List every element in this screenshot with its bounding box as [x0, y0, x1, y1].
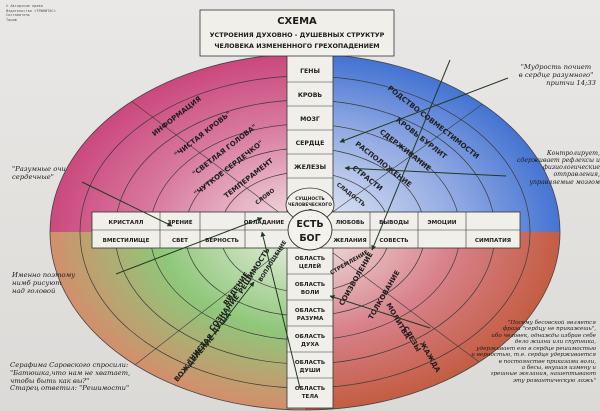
cell-fidelity: ВЕРНОСТЬ	[205, 238, 239, 244]
god-circle	[287, 209, 333, 251]
cell-brain: МОЗГ	[300, 116, 320, 123]
arrow-controls	[344, 165, 507, 177]
note-seraphim: Серафима Саровского спросили: "Батюшка,ч…	[10, 361, 131, 393]
region-label: ОБЛАСТЬ	[295, 334, 325, 340]
region-will: ВОЛИ	[301, 290, 320, 296]
publisher-line: Тираж	[6, 17, 17, 22]
essence-label-1: СУЩНОСТЬ	[295, 196, 325, 202]
note-controls: Контролирует, сдерживает рефлексы и физи…	[516, 150, 600, 186]
arrow-conscience	[371, 59, 451, 251]
publisher-info: © Авторские права Издательство «ТРИНИТАС…	[6, 4, 56, 22]
region-label: ОБЛАСТЬ	[295, 308, 325, 314]
arrow-fidelity	[260, 231, 301, 389]
region-spirit: ДУХА	[301, 342, 320, 348]
arrow-eyes	[81, 181, 173, 227]
cell-vessel: ВМЕСТИЛИЩЕ	[103, 238, 150, 244]
cell-crystal: КРИСТАЛЛ	[109, 220, 144, 226]
region-label: ОБЛАСТЬ	[295, 360, 325, 366]
note-eyes: "Разумные очи сердечные"	[12, 165, 66, 181]
header-title: СХЕМА	[277, 16, 317, 27]
header-subtitle-1: УСТРОЕНИЯ ДУХОВНО - ДУШЕВНЫХ СТРУКТУР	[210, 31, 385, 39]
arrow-wisdom	[339, 77, 509, 143]
cell-blood: КРОВЬ	[298, 92, 323, 99]
cell-heart: СЕРДЦЕ	[296, 140, 325, 147]
arrows	[81, 59, 509, 389]
region-reason: РАЗУМА	[297, 316, 324, 322]
note-wisdom: "Мудрость почиет в сердце разумного" при…	[518, 63, 596, 87]
arrow-resolve	[179, 281, 255, 379]
cell-possession: ОБЛАДАНИЕ	[244, 220, 285, 226]
sector-top-left	[50, 54, 305, 232]
center-god: БОГ	[299, 233, 320, 244]
publisher-line: © Авторские права	[6, 4, 43, 8]
cell-conclusions: ВЫВОДЫ	[379, 220, 409, 226]
note-drawing: Именно поэтому нимб рисуют над головой	[12, 271, 76, 295]
arrow-demons-will	[329, 294, 431, 329]
cell-sympathy: СИМПАТИЯ	[475, 238, 511, 244]
cell-genes: ГЕНЫ	[300, 68, 320, 75]
region-soul: ДУШИ	[300, 368, 321, 374]
region-body: ТЕЛА	[302, 394, 319, 400]
header-box	[199, 9, 395, 57]
cell-glands: ЖЕЛЕЗЫ	[294, 164, 326, 171]
region-goals: ЦЕЛЕЙ	[299, 262, 321, 270]
region-label: ОБЛАСТЬ	[295, 282, 325, 288]
header-subtitle-2: ЧЕЛОВЕКА ИЗМЕНЕННОГО ГРЕХОПАДЕНИЕМ	[214, 42, 379, 50]
region-label: ОБЛАСТЬ	[295, 386, 325, 392]
region-label: ОБЛАСТЬ	[295, 256, 325, 262]
cell-light: СВЕТ	[172, 238, 188, 244]
publisher-line: Составитель	[6, 13, 30, 18]
vertical-top-dividers	[287, 81, 333, 179]
cell-conscience: СОВЕСТЬ	[379, 238, 408, 244]
vertical-bottom-dividers	[287, 273, 333, 379]
cell-sight: ЗРЕНИЕ	[167, 220, 192, 226]
cell-love: ЛЮБОВЬ	[336, 220, 365, 226]
essence-label-2: ЧЕЛОВЕЧЕСКОГО	[288, 202, 332, 208]
note-demons: "Посему бесовской является фраза "сердцу…	[471, 320, 596, 384]
cell-emotions: ЭМОЦИИ	[428, 220, 457, 226]
cell-desires: ЖЕЛАНИЯ	[333, 238, 366, 244]
publisher-line: Издательство «ТРИНИТАС»	[6, 8, 56, 13]
vertical-bottom-cells: ОБЛАСТЬ ЦЕЛЕЙ ОБЛАСТЬ ВОЛИ ОБЛАСТЬ РАЗУМ…	[295, 256, 325, 400]
center-is: ЕСТЬ	[296, 219, 323, 230]
arrow-nimbus	[115, 217, 263, 275]
